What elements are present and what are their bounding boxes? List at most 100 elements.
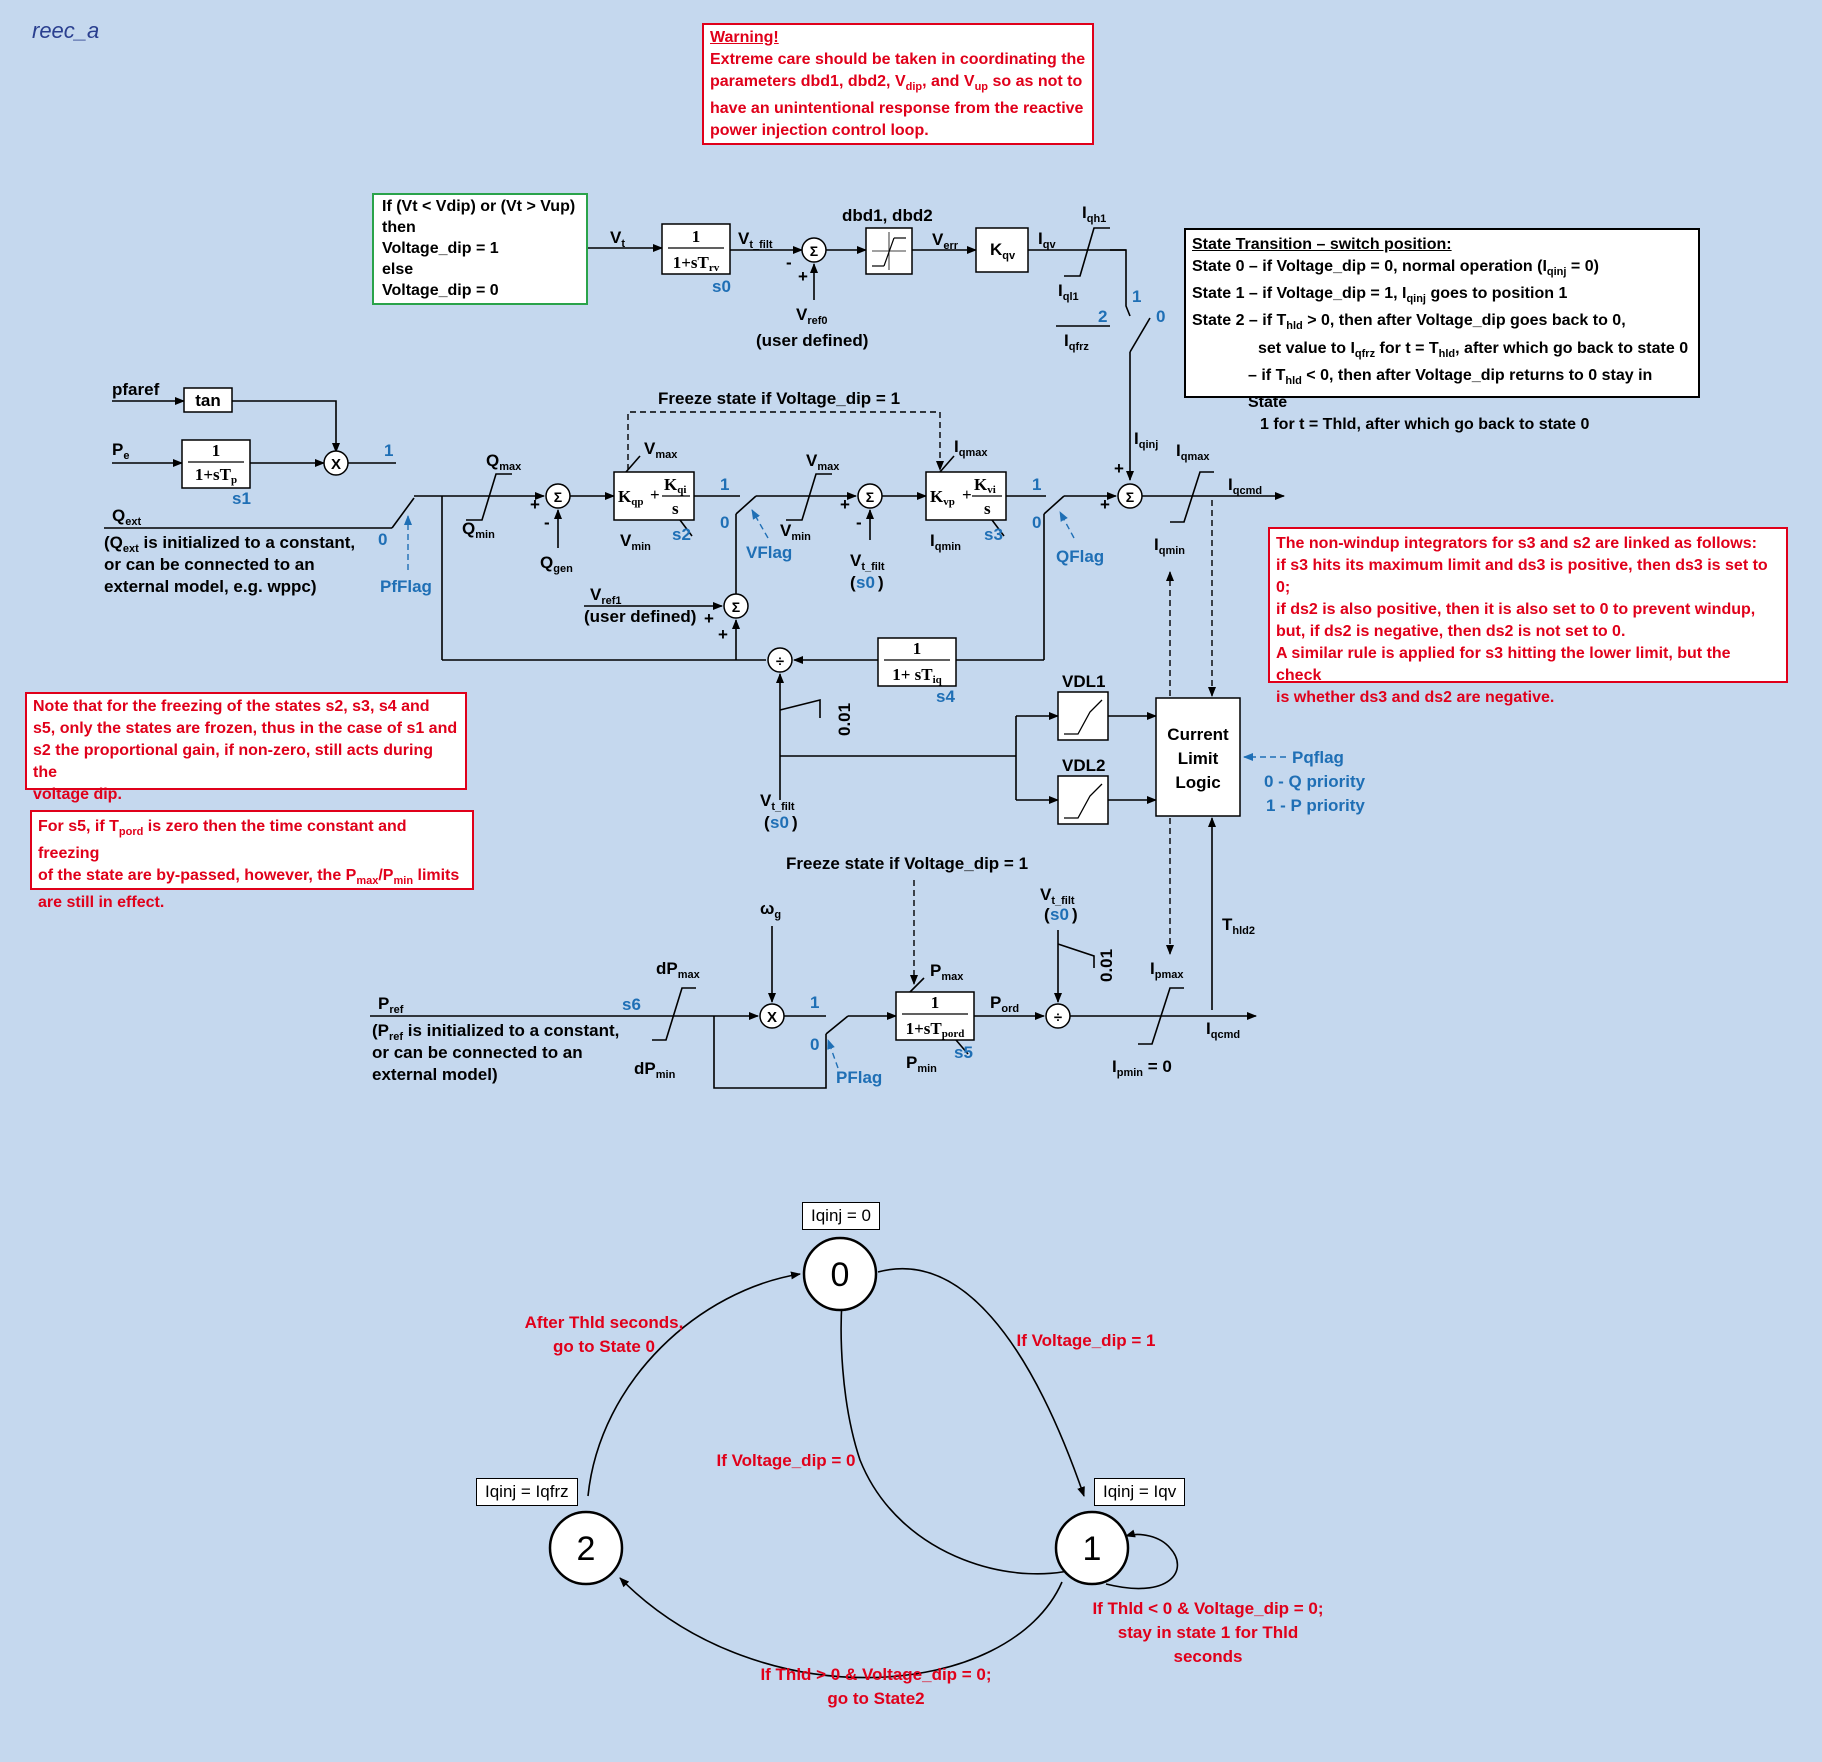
transition-label: If Thld < 0 & Voltage_dip = 0; <box>1092 1599 1323 1618</box>
svg-text:1: 1 <box>384 441 393 460</box>
divider-s4 <box>767 647 793 673</box>
svg-text:1: 1 <box>810 993 819 1012</box>
vdl1-block <box>1057 691 1109 741</box>
current-limit-logic-block <box>1155 697 1241 817</box>
qflag-label: QFlag <box>1056 547 1104 566</box>
qext-note-line: or can be connected to an <box>104 555 315 574</box>
svg-text:(: ( <box>1044 905 1050 924</box>
ipmin-label: Ipmin = 0 <box>1112 1057 1172 1079</box>
transition-0-to-1 <box>877 1267 1085 1497</box>
iqh1-label: Iqh1 <box>1082 203 1106 225</box>
svg-text:0.01: 0.01 <box>1097 949 1116 982</box>
s3-state-label: s3 <box>984 525 1003 544</box>
iqmin-label: Iqmin <box>1154 535 1185 557</box>
transition-label: If Voltage_dip = 0 <box>716 1451 855 1470</box>
transition-1-self <box>1105 1529 1179 1590</box>
iqinj-switch <box>1129 317 1151 353</box>
freeze-label-bottom: Freeze state if Voltage_dip = 1 <box>786 854 1028 873</box>
state-2-label: Iqinj = Iqfrz <box>476 1478 578 1506</box>
pqflag-label: Pqflag <box>1292 748 1344 767</box>
svg-text:1: 1 <box>931 993 940 1012</box>
svg-text:): ) <box>792 813 798 832</box>
svg-text:+: + <box>798 267 808 286</box>
iqfrz-label: Iqfrz <box>1064 331 1089 353</box>
limit-001-label: 0.01 <box>835 703 854 736</box>
dpmin-label: dPmin <box>634 1059 676 1081</box>
s5-note-line: For s5, if Tpord is zero then the time c… <box>38 818 407 863</box>
pord-filter-block <box>895 991 975 1041</box>
kqv-gain-block <box>975 227 1029 273</box>
svg-text:Logic: Logic <box>1175 773 1220 792</box>
svg-text:+: + <box>650 485 660 504</box>
vtfilt-label-2: Vt_filt <box>850 551 885 573</box>
switch-pos-2: 2 <box>1098 307 1107 326</box>
vref0-user-defined: (user defined) <box>756 331 868 350</box>
svg-text:): ) <box>878 573 884 592</box>
iqv-label: Iqv <box>1038 229 1056 251</box>
freeze-note-line: Note that for the freezing of the states… <box>33 698 430 715</box>
transition-label: If Voltage_dip = 1 <box>1016 1331 1155 1350</box>
svg-text:+: + <box>1100 495 1110 514</box>
svg-text:X: X <box>331 456 341 473</box>
state-transition-line: – if Thld < 0, then after Voltage_dip re… <box>1248 366 1653 411</box>
freeze-label-top: Freeze state if Voltage_dip = 1 <box>658 389 900 408</box>
transition-1-to-0 <box>837 1301 1087 1575</box>
iqv-limiter <box>1064 227 1110 277</box>
nonwindup-note: The non-windup integrators for s3 and s2… <box>1268 527 1788 706</box>
svg-text:÷: ÷ <box>1054 1009 1062 1026</box>
freeze-note: Note that for the freezing of the states… <box>25 692 467 803</box>
tan-block <box>183 387 233 413</box>
qmin-label: Qmin <box>462 519 495 541</box>
state-0-node <box>802 1236 878 1312</box>
svg-text:(: ( <box>764 813 770 832</box>
pfflag-switch <box>391 497 415 529</box>
condition-line: else <box>382 261 414 278</box>
s4-filter-block <box>877 637 957 687</box>
switch-pos-1: 1 <box>1132 287 1141 306</box>
transition-label: If Thld > 0 & Voltage_dip = 0; <box>760 1665 991 1684</box>
s1-state-label: s1 <box>232 489 251 508</box>
state-transition-line: State 2 – if Thld > 0, then after Voltag… <box>1192 312 1626 333</box>
s5-note-line: are still in effect. <box>38 894 165 912</box>
svg-text:+: + <box>704 609 714 628</box>
omega-label: ωg <box>760 899 781 921</box>
state-transition-line: State 0 – if Voltage_dip = 0, normal ope… <box>1192 258 1599 279</box>
svg-text:+: + <box>1114 459 1124 478</box>
vdl1-label: VDL1 <box>1062 672 1105 691</box>
svg-text:0: 0 <box>1032 513 1041 532</box>
svg-text:1: 1 <box>692 227 701 246</box>
s4-state-label: s4 <box>936 687 955 706</box>
switch-pos-0: 0 <box>1156 307 1165 326</box>
iqmax-label-s3: Iqmax <box>954 437 988 459</box>
svg-text:2: 2 <box>577 1530 596 1568</box>
transition-label: seconds <box>1174 1647 1243 1666</box>
vmax-label-s2: Vmax <box>644 439 678 461</box>
freeze-note-line: s5, only the states are frozen, thus in … <box>33 720 458 737</box>
svg-text:0: 0 <box>720 513 729 532</box>
vref1-user-defined: (user defined) <box>584 607 696 626</box>
svg-text:Σ: Σ <box>866 489 874 505</box>
s2-state-label: s2 <box>672 525 691 544</box>
svg-text:Kqv: Kqv <box>990 240 1016 262</box>
warning-line2: parameters dbd1, dbd2, Vdip, and Vup so … <box>710 73 1083 94</box>
thld2-label: Thld2 <box>1222 915 1255 937</box>
qext-label: Qext <box>112 506 141 528</box>
qmax-label: Qmax <box>486 451 522 473</box>
svg-text:1: 1 <box>1032 475 1041 494</box>
svg-text:0: 0 <box>378 530 387 549</box>
qext-note-line: (Qext is initialized to a constant, <box>104 533 355 555</box>
condition-line: If (Vt < Vdip) or (Vt > Vup) <box>382 198 576 215</box>
svg-text:1: 1 <box>1083 1530 1102 1568</box>
pmin-label: Pmin <box>906 1053 937 1075</box>
diagram-title: reec_a <box>32 18 100 43</box>
pord-label: Pord <box>990 993 1019 1015</box>
dpmax-label: dPmax <box>656 959 701 981</box>
svg-text:Σ: Σ <box>1126 489 1134 505</box>
pfaref-label: pfaref <box>112 380 160 399</box>
svg-text:+: + <box>530 495 540 514</box>
pe-label: Pe <box>112 440 129 462</box>
iql1-label: Iql1 <box>1058 281 1079 303</box>
vtfilt-label-3: Vt_filt <box>760 791 795 813</box>
warning-line3: have an unintentional response from the … <box>710 100 1084 118</box>
warning-heading: Warning! <box>710 29 779 46</box>
